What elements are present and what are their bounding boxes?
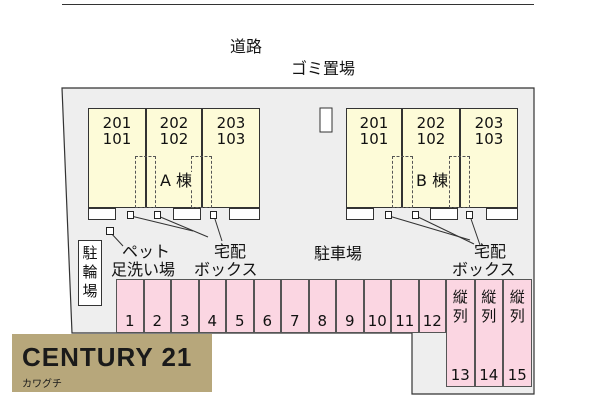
- parking-space-number: 15: [507, 366, 527, 384]
- dashed-stair: [191, 156, 212, 208]
- dashed-stair: [449, 156, 470, 208]
- bicycle-parking: 駐 輪 場: [78, 240, 102, 306]
- parking-space-number: 1: [124, 312, 135, 330]
- delivery-box: [385, 211, 392, 219]
- unit-number: 201 101: [359, 114, 389, 148]
- parking-vertical-label: 縦 列: [509, 288, 525, 325]
- parking-space-vertical: 縦 列 13: [446, 279, 475, 387]
- road-line: [62, 4, 534, 5]
- parking-space-number: 7: [289, 312, 300, 330]
- parking-space-number: 9: [344, 312, 355, 330]
- building-b-label: B 棟: [416, 171, 449, 190]
- foundation: [229, 208, 260, 220]
- road-label: 道路: [230, 37, 263, 56]
- pet-wash-label-line2: 足洗い場: [111, 260, 176, 279]
- parking-space-number: 4: [207, 312, 218, 330]
- parking-space: 3: [171, 279, 199, 333]
- parking-vertical-label: 縦 列: [452, 288, 468, 325]
- parking-space-number: 8: [317, 312, 328, 330]
- dashed-stair: [392, 156, 413, 208]
- parking-space: 10: [363, 279, 391, 333]
- unit-number: 203 103: [474, 114, 504, 148]
- garbage-label: ゴミ置場: [291, 59, 356, 78]
- delivery-box: [154, 211, 161, 219]
- parking-space-number: 10: [367, 312, 387, 330]
- unit-number: 203 103: [216, 114, 246, 148]
- pet-wash-marker: [106, 227, 114, 235]
- unit-a1: 201 101: [88, 108, 146, 208]
- parking-space: 6: [253, 279, 281, 333]
- parking-space-number: 13: [450, 366, 470, 384]
- unit-number: 202 102: [159, 114, 189, 148]
- parking-space: 5: [226, 279, 254, 333]
- foundation: [173, 208, 201, 220]
- delivery-box-b-label-line2: ボックス: [452, 260, 516, 279]
- parking-space: 11: [391, 279, 419, 333]
- unit-number: 202 102: [416, 114, 446, 148]
- building-a-label: A 棟: [160, 171, 193, 190]
- parking-space: 8: [308, 279, 336, 333]
- foundation: [88, 208, 116, 220]
- parking-space-vertical: 縦 列 14: [474, 279, 503, 387]
- parking-space-number: 2: [152, 312, 163, 330]
- delivery-box: [127, 211, 134, 219]
- dashed-stair: [135, 156, 156, 208]
- parking-space: 4: [198, 279, 226, 333]
- parking-space-number: 5: [234, 312, 245, 330]
- delivery-box: [412, 211, 419, 219]
- parking-space-number: 11: [395, 312, 415, 330]
- parking-space: 2: [143, 279, 171, 333]
- parking-label: 駐車場: [314, 244, 363, 263]
- foundation: [430, 208, 458, 220]
- parking-space: 12: [418, 279, 446, 333]
- parking-space-number: 3: [179, 312, 190, 330]
- unit-b2: 202 102: [402, 108, 460, 208]
- century21-logo: CENTURY 21 カワグチ: [12, 334, 212, 392]
- foundation: [346, 208, 374, 220]
- logo-main-text: CENTURY 21: [22, 342, 193, 372]
- parking-space: 7: [281, 279, 309, 333]
- pet-wash-label-line1: ペット: [122, 242, 171, 261]
- delivery-box-a-label-line1: 宅配: [214, 242, 247, 261]
- parking-space-number: 14: [479, 366, 499, 384]
- logo-sub-text: カワグチ: [22, 379, 62, 390]
- delivery-box-a-label-line2: ボックス: [194, 260, 258, 279]
- delivery-box-b-label-line1: 宅配: [474, 242, 507, 261]
- bicycle-parking-label: 駐 輪 場: [82, 244, 98, 300]
- unit-number: 201 101: [102, 114, 132, 148]
- parking-vertical-label: 縦 列: [481, 288, 497, 325]
- delivery-box: [466, 211, 473, 219]
- foundation: [486, 208, 518, 220]
- delivery-box: [210, 211, 217, 219]
- parking-space-vertical: 縦 列 15: [503, 279, 532, 387]
- parking-space-number: 6: [262, 312, 273, 330]
- parking-space: 9: [336, 279, 364, 333]
- parking-space: 1: [116, 279, 144, 333]
- parking-space-number: 12: [422, 312, 442, 330]
